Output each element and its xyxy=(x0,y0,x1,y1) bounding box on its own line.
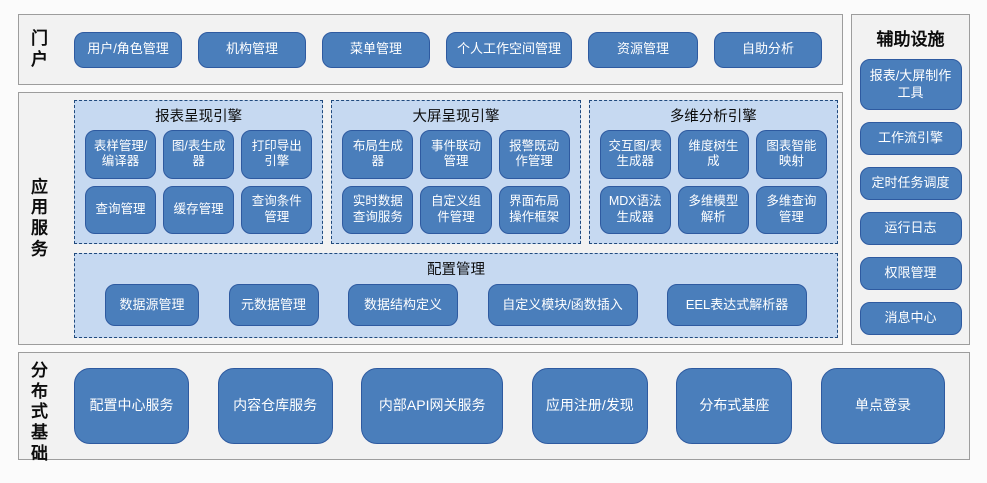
aux-message-center[interactable]: 消息中心 xyxy=(859,302,962,335)
olap-engine-group: 多维分析引擎 交互图/表生成器 维度树生成 图表智能映射 MDX语法生成器 多维… xyxy=(588,100,838,244)
app-services-content: 报表呈现引擎 表样管理/编译器 图/表生成器 打印导出引擎 查询管理 缓存管理 … xyxy=(74,100,838,338)
module-query-mgmt[interactable]: 查询管理 xyxy=(85,185,157,234)
olap-engine-grid: 交互图/表生成器 维度树生成 图表智能映射 MDX语法生成器 多维模型解析 多维… xyxy=(590,128,837,243)
portal-item-self-analysis[interactable]: 自助分析 xyxy=(714,31,822,68)
module-realtime-data-query[interactable]: 实时数据查询服务 xyxy=(342,185,414,234)
portal-item-workspace-mgmt[interactable]: 个人工作空间管理 xyxy=(446,31,572,68)
config-mgmt-row: 数据源管理 元数据管理 数据结构定义 自定义模块/函数插入 EEL表达式解析器 xyxy=(75,281,837,337)
report-engine-group: 报表呈现引擎 表样管理/编译器 图/表生成器 打印导出引擎 查询管理 缓存管理 … xyxy=(74,100,324,244)
portal-item-menu-mgmt[interactable]: 菜单管理 xyxy=(322,31,430,68)
aux-workflow-engine[interactable]: 工作流引擎 xyxy=(859,122,962,155)
bigscreen-engine-grid: 布局生成器 事件联动管理 报警既动作管理 实时数据查询服务 自定义组件管理 界面… xyxy=(332,128,579,243)
portal-item-user-role-mgmt[interactable]: 用户/角色管理 xyxy=(74,31,182,68)
module-dimension-tree-generation[interactable]: 维度树生成 xyxy=(677,130,749,179)
report-engine-title: 报表呈现引擎 xyxy=(155,109,243,125)
distributed-foundation-section: 分布式基础 配置中心服务 内容仓库服务 内部API网关服务 应用注册/发现 分布… xyxy=(18,352,970,463)
config-mgmt-title: 配置管理 xyxy=(427,262,485,278)
dist-content-repo-service[interactable]: 内容仓库服务 xyxy=(217,368,333,444)
module-layout-generator[interactable]: 布局生成器 xyxy=(342,130,414,179)
app-services-section: 应用服务 报表呈现引擎 表样管理/编译器 图/表生成器 打印导出引擎 查询管理 … xyxy=(18,92,843,345)
app-services-section-label: 应用服务 xyxy=(31,177,48,259)
portal-section: 门户 用户/角色管理 机构管理 菜单管理 个人工作空间管理 资源管理 自助分析 xyxy=(18,14,843,85)
distributed-foundation-label: 分布式基础 xyxy=(31,361,48,463)
dist-single-sign-on[interactable]: 单点登录 xyxy=(820,368,945,444)
dist-internal-api-gateway[interactable]: 内部API网关服务 xyxy=(361,368,504,444)
config-mgmt-group: 配置管理 数据源管理 元数据管理 数据结构定义 自定义模块/函数插入 EEL表达… xyxy=(74,253,838,338)
portal-item-org-mgmt[interactable]: 机构管理 xyxy=(198,31,306,68)
module-query-condition-mgmt[interactable]: 查询条件管理 xyxy=(241,185,313,234)
module-ui-layout-framework[interactable]: 界面布局操作框架 xyxy=(498,185,570,234)
bigscreen-engine-title: 大屏呈现引擎 xyxy=(412,109,500,125)
module-template-mgmt-compiler[interactable]: 表样管理/编译器 xyxy=(85,130,157,179)
module-multidim-query-mgmt[interactable]: 多维查询管理 xyxy=(755,185,827,234)
dist-distributed-base[interactable]: 分布式基座 xyxy=(676,368,793,444)
module-interactive-chart-generator[interactable]: 交互图/表生成器 xyxy=(599,130,671,179)
module-mdx-syntax-generator[interactable]: MDX语法生成器 xyxy=(599,185,671,234)
aux-report-bigscreen-tool[interactable]: 报表/大屏制作工具 xyxy=(859,59,962,110)
module-custom-module-function-insert[interactable]: 自定义模块/函数插入 xyxy=(487,284,638,326)
module-cache-mgmt[interactable]: 缓存管理 xyxy=(163,185,235,234)
bigscreen-engine-group: 大屏呈现引擎 布局生成器 事件联动管理 报警既动作管理 实时数据查询服务 自定义… xyxy=(331,100,581,244)
report-engine-grid: 表样管理/编译器 图/表生成器 打印导出引擎 查询管理 缓存管理 查询条件管理 xyxy=(75,128,322,243)
olap-engine-title: 多维分析引擎 xyxy=(669,109,757,125)
aux-facilities-column: 报表/大屏制作工具 工作流引擎 定时任务调度 运行日志 权限管理 消息中心 xyxy=(852,52,969,335)
module-event-linkage-mgmt[interactable]: 事件联动管理 xyxy=(420,130,492,179)
module-metadata-mgmt[interactable]: 元数据管理 xyxy=(228,284,319,326)
dist-app-register-discovery[interactable]: 应用注册/发现 xyxy=(531,368,648,444)
portal-item-resource-mgmt[interactable]: 资源管理 xyxy=(588,31,698,68)
module-datasource-mgmt[interactable]: 数据源管理 xyxy=(105,284,199,326)
aux-scheduled-task[interactable]: 定时任务调度 xyxy=(859,167,962,200)
portal-button-row: 用户/角色管理 机构管理 菜单管理 个人工作空间管理 资源管理 自助分析 xyxy=(74,15,822,84)
aux-run-log[interactable]: 运行日志 xyxy=(859,212,962,245)
dist-config-center-service[interactable]: 配置中心服务 xyxy=(74,368,189,444)
engine-groups-row: 报表呈现引擎 表样管理/编译器 图/表生成器 打印导出引擎 查询管理 缓存管理 … xyxy=(74,100,838,244)
module-eel-expression-parser[interactable]: EEL表达式解析器 xyxy=(667,284,807,326)
module-data-structure-definition[interactable]: 数据结构定义 xyxy=(348,284,458,326)
aux-facilities-title: 辅助设施 xyxy=(876,30,945,49)
module-alarm-action-mgmt[interactable]: 报警既动作管理 xyxy=(498,130,570,179)
module-custom-component-mgmt[interactable]: 自定义组件管理 xyxy=(420,185,492,234)
aux-facilities-section: 辅助设施 报表/大屏制作工具 工作流引擎 定时任务调度 运行日志 权限管理 消息… xyxy=(851,14,970,345)
distributed-foundation-row: 配置中心服务 内容仓库服务 内部API网关服务 应用注册/发现 分布式基座 单点… xyxy=(74,353,945,459)
module-chart-smart-mapping[interactable]: 图表智能映射 xyxy=(755,130,827,179)
module-chart-table-generator[interactable]: 图/表生成器 xyxy=(163,130,235,179)
portal-section-label: 门户 xyxy=(31,29,48,69)
aux-permission-mgmt[interactable]: 权限管理 xyxy=(859,257,962,290)
module-multidim-model-parsing[interactable]: 多维模型解析 xyxy=(677,185,749,234)
module-print-export-engine[interactable]: 打印导出引擎 xyxy=(241,130,313,179)
